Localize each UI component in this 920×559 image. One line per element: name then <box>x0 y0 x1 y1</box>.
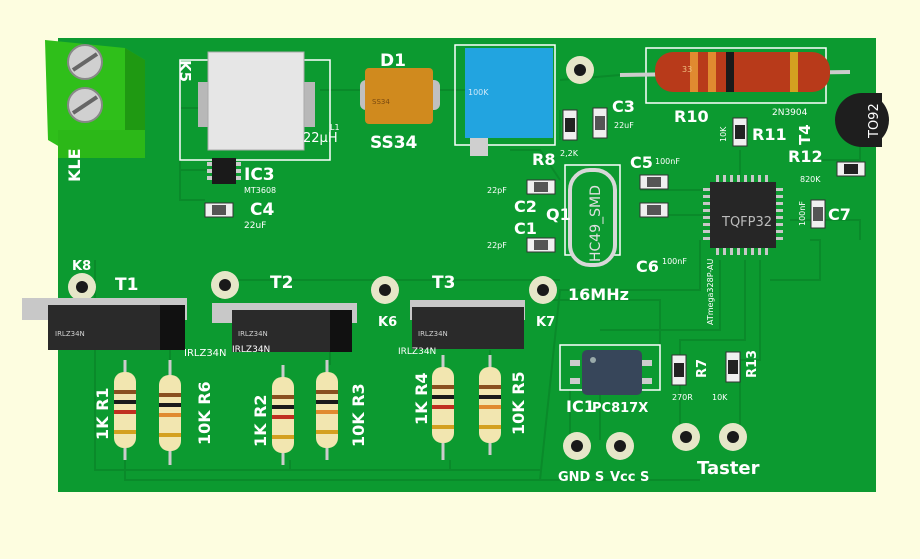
label-l1-val: 22µH <box>303 131 338 146</box>
label-k8: K8 <box>72 259 91 274</box>
transistor-t4 <box>835 93 889 147</box>
optocoupler-ic1 <box>570 350 652 395</box>
label-ic3-part: MT3608 <box>244 186 276 195</box>
label-r8-val: 2,2K <box>560 149 579 158</box>
label-vcc-s: Vcc S <box>610 470 649 485</box>
label-mos3-silk: IRLZ34N <box>398 347 436 357</box>
potentiometer <box>465 48 553 156</box>
label-c2: C2 <box>514 197 537 216</box>
crystal-q1 <box>568 168 617 267</box>
label-c7: C7 <box>828 205 851 224</box>
label-r11-val: 10K <box>719 126 728 142</box>
label-ss34: SS34 <box>370 133 418 153</box>
inductor-l1 <box>198 51 315 151</box>
label-ic3: IC3 <box>244 165 275 185</box>
label-to92: TO92 <box>867 103 882 139</box>
smd-parts <box>204 107 866 386</box>
screw-terminal <box>45 40 145 158</box>
mosfet-t3 <box>410 300 525 349</box>
label-pot-val: 100K <box>468 88 489 97</box>
label-c2-val: 22pF <box>487 186 507 195</box>
label-r11: R11 <box>752 125 787 144</box>
through-hole-pads <box>68 56 747 460</box>
label-r7: R7 <box>695 359 710 378</box>
resistor-r10 <box>619 52 851 92</box>
label-mos1-silk: IRLZ34N <box>184 348 227 359</box>
label-c7-val: 100nF <box>798 201 807 226</box>
label-l1: L1 <box>330 123 340 132</box>
label-r5: 10K R5 <box>509 371 528 435</box>
label-ss34-body: SS34 <box>372 98 390 106</box>
label-r4: 1K R4 <box>412 372 431 425</box>
label-r6: 10K R6 <box>195 381 214 445</box>
label-mcu: ATmega328P-AU <box>706 258 715 325</box>
silkscreen-text: K5 KLE D1 SS34 SS34 L1 22µH IC3 MT3608 C… <box>55 51 882 485</box>
label-kle: KLE <box>65 148 84 182</box>
label-k6: K6 <box>378 315 397 330</box>
label-q-part: 2N3904 <box>772 108 808 118</box>
label-r7-val: 270R <box>672 393 693 402</box>
label-k7: K7 <box>536 315 555 330</box>
label-r12-val: 820K <box>800 175 821 184</box>
label-tqfp: TQFP32 <box>721 215 772 230</box>
diode-d1 <box>360 68 440 124</box>
label-r13: R13 <box>745 350 760 378</box>
label-mos2-silk: IRLZ34N <box>232 345 270 355</box>
label-c3: C3 <box>612 97 635 116</box>
label-ic1: IC1 <box>566 397 595 416</box>
label-c6-val: 100nF <box>662 257 687 266</box>
label-q1: Q1 <box>546 205 571 224</box>
label-c3-val: 22uF <box>614 121 634 130</box>
label-r10-val: 33 <box>682 65 692 74</box>
label-c4-val: 22uF <box>244 221 266 231</box>
mosfet-t2 <box>212 303 357 352</box>
label-mos2-body: IRLZ34N <box>238 330 268 338</box>
label-gnd-s: GND S <box>558 470 604 485</box>
label-taster: Taster <box>697 458 760 479</box>
label-r3: 10K R3 <box>349 383 368 447</box>
label-c5: C5 <box>630 153 653 172</box>
label-r12: R12 <box>788 147 823 166</box>
label-c5-val: 100nF <box>655 157 680 166</box>
label-c1: C1 <box>514 219 537 238</box>
label-mos3-body: IRLZ34N <box>418 330 448 338</box>
ic3-chip <box>207 158 241 184</box>
label-c4: C4 <box>250 200 274 220</box>
label-t3: T3 <box>432 273 455 293</box>
label-r1: 1K R1 <box>93 387 112 440</box>
label-pc817: PC817X <box>592 401 648 416</box>
label-t2: T2 <box>270 273 293 293</box>
label-t4: T4 <box>796 124 814 145</box>
axial-resistors <box>114 355 501 465</box>
label-t1: T1 <box>115 275 138 295</box>
traces <box>94 60 861 481</box>
label-freq: 16MHz <box>568 285 629 304</box>
mcu-chip <box>703 175 783 255</box>
label-r8: R8 <box>532 150 555 169</box>
label-r13-val: 10K <box>712 393 728 402</box>
mosfet-t1 <box>22 298 187 350</box>
label-mos1-body: IRLZ34N <box>55 330 85 338</box>
label-k5: K5 <box>176 60 194 82</box>
label-d1: D1 <box>380 51 406 71</box>
label-c1-val: 22pF <box>487 241 507 250</box>
label-c6: C6 <box>636 257 659 276</box>
label-hc49: HC49_SMD <box>588 185 604 262</box>
label-r10: R10 <box>674 107 709 126</box>
label-r2: 1K R2 <box>251 394 270 447</box>
